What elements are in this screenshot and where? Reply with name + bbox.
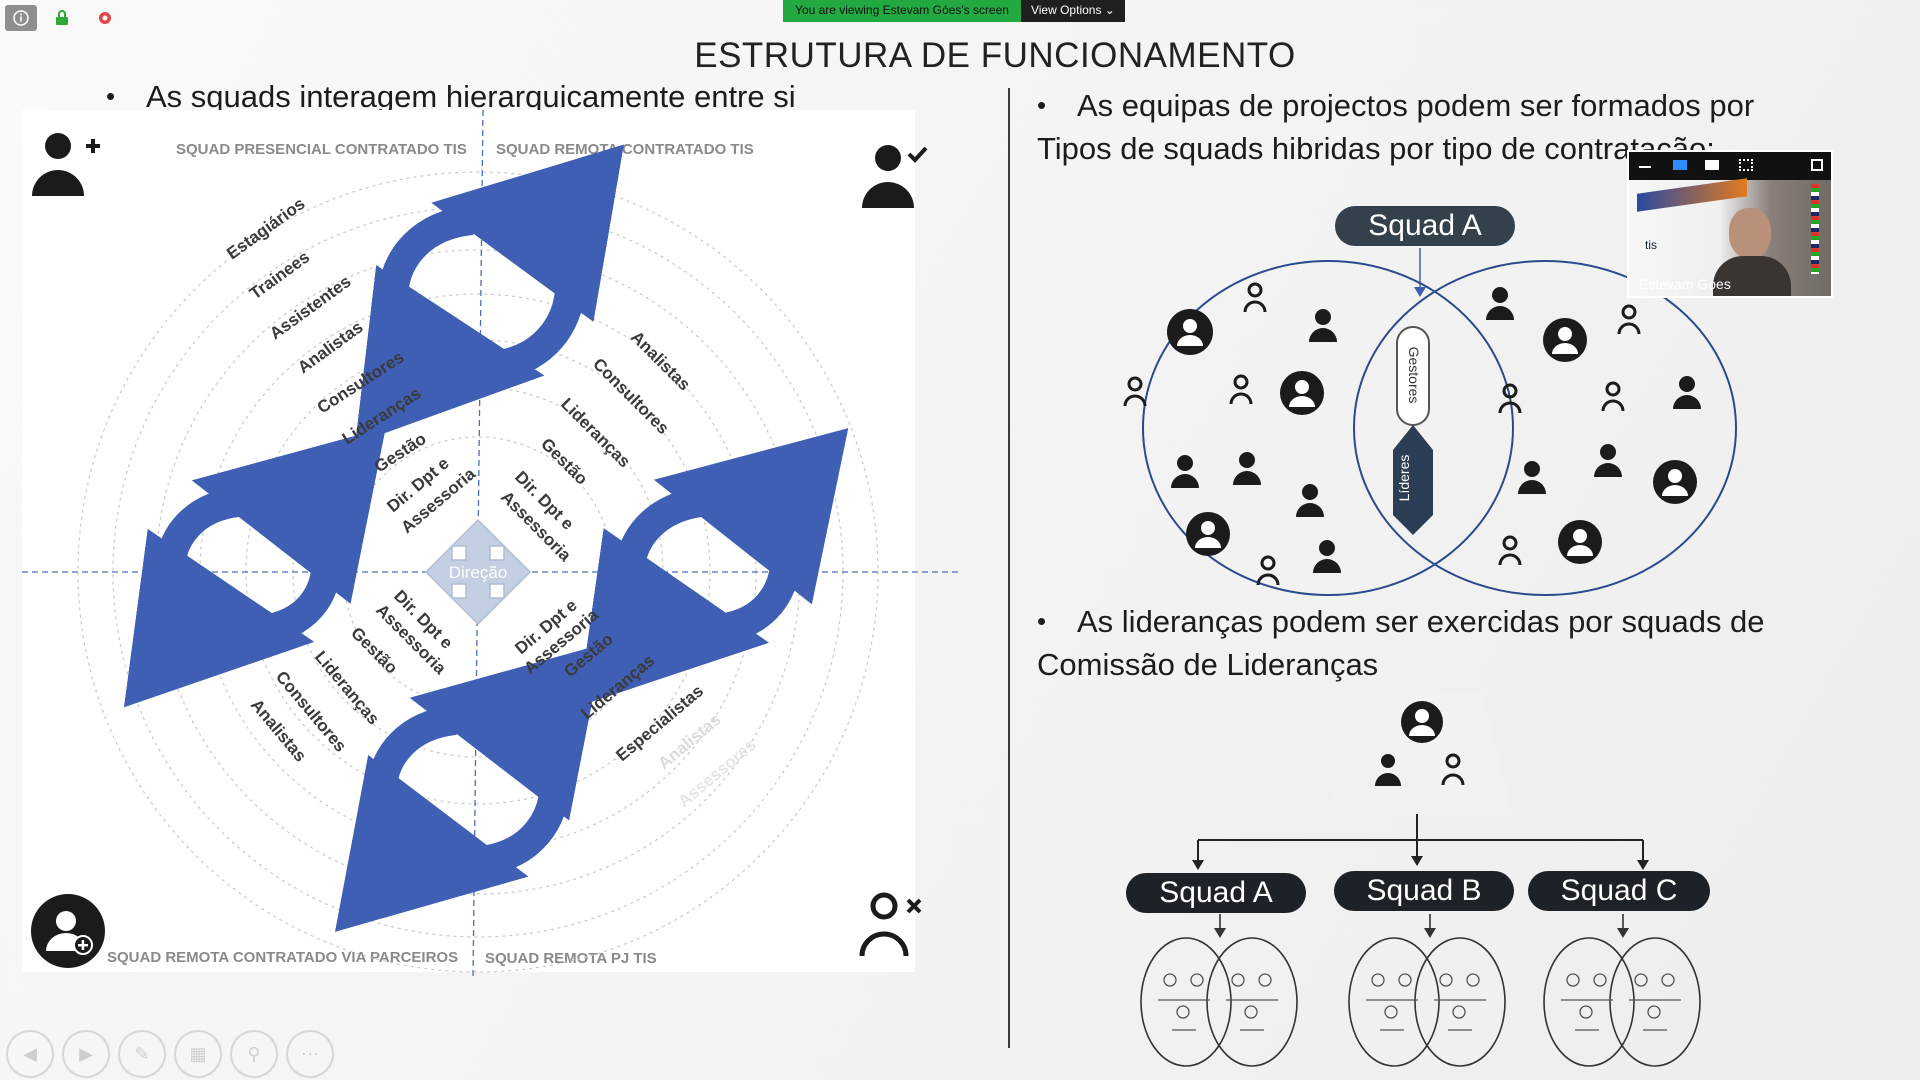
recording-icon[interactable] — [89, 5, 121, 31]
flag-column — [1811, 184, 1819, 274]
user-check-icon — [1309, 309, 1337, 342]
gestores-label: Gestores — [1406, 347, 1422, 404]
user-check-icon — [1518, 461, 1546, 494]
squad-a-top-pill: Squad A — [1335, 206, 1515, 246]
ring-br-4: Especialistas — [612, 681, 707, 765]
user-remove-icon — [1617, 304, 1641, 335]
right-bullet-2: •As lideranças podem ser exercidas por s… — [1037, 604, 1765, 682]
squad-b-pill: Squad B — [1334, 871, 1514, 911]
user-remove-icon — [1256, 555, 1280, 586]
user-add-circle-icon — [31, 894, 105, 968]
user-check-icon — [862, 145, 928, 208]
label-squad-remota-pj: SQUAD REMOTA PJ TIS — [485, 950, 657, 967]
label-squad-remota-parceiros: SQUAD REMOTA CONTRATADO VIA PARCEIROS — [107, 949, 459, 966]
hybrid-squad-venn: Gestores Líderes — [1142, 248, 1737, 596]
direction-cross-icon — [424, 518, 532, 626]
squad-group-icons — [1140, 914, 1701, 1067]
exit-fullscreen-icon[interactable] — [1811, 159, 1823, 171]
screen-share-banner: You are viewing Estevam Góes's screen Vi… — [783, 0, 1125, 22]
user-add-circle-icon — [1543, 318, 1587, 362]
ring-tl-3: Analistas — [294, 317, 366, 377]
user-add-circle-icon — [1653, 460, 1697, 504]
next-slide-icon[interactable]: ▶ — [62, 1030, 110, 1078]
squad-c-pill: Squad C — [1528, 871, 1710, 911]
minimize-icon[interactable] — [1639, 166, 1651, 168]
ring-tr-0: Analistas — [627, 327, 694, 394]
label-squad-presencial: SQUAD PRESENCIAL CONTRATADO TIS — [176, 141, 467, 158]
video-logo-text: tis — [1645, 238, 1657, 252]
slide-title: ESTRUTURA DE FUNCIONAMENTO — [694, 36, 1296, 75]
more-options-icon[interactable]: ⋯ — [286, 1030, 334, 1078]
arrow-top-right — [431, 144, 625, 380]
user-remove-icon — [1243, 282, 1267, 313]
meeting-top-bar: You are viewing Estevam Góes's screen Vi… — [0, 0, 1920, 34]
zoom-icon[interactable]: ⚲ — [230, 1030, 278, 1078]
hierarchy-diagram: Direção Estagiários Trainees Assistentes… — [22, 109, 960, 980]
ring-tr-3: Gestão — [537, 434, 591, 488]
add-user-icon — [1233, 452, 1261, 485]
left-bullet: •As squads interagem hierarquicamente en… — [106, 79, 796, 114]
view-options-button[interactable]: View Options ⌄ — [1020, 0, 1125, 22]
center-direction-label: Direção — [449, 563, 508, 582]
user-add-circle-icon — [1558, 520, 1602, 564]
add-user-icon — [1673, 376, 1701, 409]
venn-person-icons — [1123, 282, 1701, 586]
arrow-bottom-left — [334, 705, 529, 932]
slide-divider — [1008, 88, 1010, 1048]
lock-icon[interactable] — [46, 5, 78, 31]
previous-slide-icon[interactable]: ◀ — [6, 1030, 54, 1078]
squad-a-pill: Squad A — [1126, 873, 1306, 913]
video-frame: tis — [1629, 178, 1831, 296]
person-head — [1729, 208, 1771, 258]
share-message: You are viewing Estevam Góes's screen — [783, 0, 1021, 22]
pen-icon[interactable]: ✎ — [118, 1030, 166, 1078]
arrow-top-left — [354, 205, 545, 444]
arrow-right-inner — [653, 428, 849, 643]
info-icon[interactable] — [5, 5, 37, 31]
participant-name: Estevam Góes — [1639, 276, 1731, 292]
user-remove-icon — [1498, 383, 1522, 414]
add-user-icon — [32, 133, 100, 196]
user-check-icon — [1594, 444, 1622, 477]
user-remove-icon — [859, 892, 922, 957]
user-check-icon — [1171, 455, 1199, 488]
user-remove-icon — [1498, 535, 1522, 566]
slides-grid-icon[interactable]: ▦ — [174, 1030, 222, 1078]
user-remove-icon — [1601, 381, 1625, 412]
arrow-left-outer — [123, 487, 315, 708]
add-user-icon — [1313, 540, 1341, 573]
speaker-view-icon[interactable] — [1673, 160, 1687, 170]
gallery-view-icon[interactable] — [1705, 160, 1719, 170]
ring-tl-1: Trainees — [246, 247, 313, 303]
user-add-circle-icon — [1167, 309, 1213, 355]
video-controls — [1629, 152, 1831, 180]
participant-video[interactable]: tis Estevam Góes — [1627, 150, 1833, 298]
user-check-icon — [1486, 287, 1514, 320]
arrow-bottom-right — [409, 644, 604, 875]
user-add-circle-icon — [1186, 512, 1230, 556]
right-bullet-1: •As equipas de projectos podem ser forma… — [1037, 88, 1755, 166]
user-check-icon — [1296, 484, 1324, 517]
user-add-circle-icon — [1280, 371, 1324, 415]
arrow-right-outer — [578, 487, 770, 707]
squad-connector-lines — [1192, 814, 1649, 870]
leadership-committee — [1328, 693, 1512, 815]
presentation-toolbar: ◀ ▶ ✎ ▦ ⚲ ⋯ — [6, 1030, 334, 1078]
user-remove-icon — [1229, 374, 1253, 405]
user-remove-icon — [1123, 376, 1147, 407]
lideres-label: Líderes — [1396, 455, 1412, 502]
grid-view-icon[interactable] — [1739, 159, 1753, 171]
arrow-left-inner — [191, 427, 387, 645]
